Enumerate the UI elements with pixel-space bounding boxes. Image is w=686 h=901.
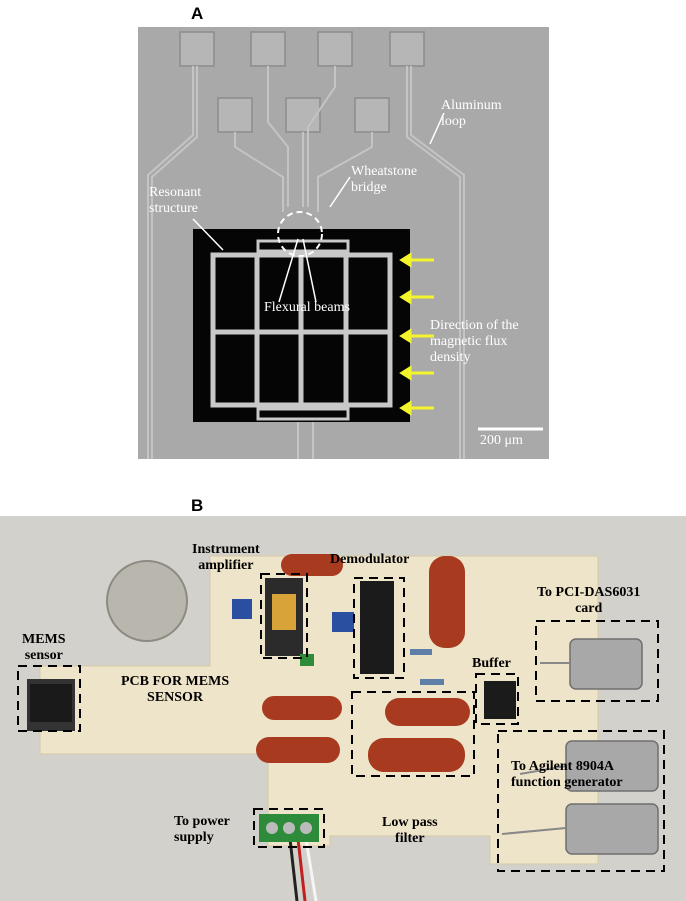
inductor (300, 654, 314, 666)
flux-arrows (399, 252, 434, 416)
trim-pot-2 (332, 612, 354, 632)
annotation-boxes (17, 573, 665, 872)
buffer-label: Buffer (472, 656, 511, 671)
demodulator-label: Demodulator (330, 552, 410, 567)
capacitors (256, 554, 470, 772)
demodulator-ic (360, 581, 394, 674)
coin (106, 560, 188, 642)
trim-pot-1 (232, 599, 252, 619)
panel-a-letter: A (191, 4, 204, 23)
wheatstone-circle (277, 211, 323, 257)
flexural-pointer-1 (278, 238, 299, 303)
resonant-pointer (192, 218, 224, 251)
wheatstone-pointer (329, 176, 351, 208)
bnc-connectors (565, 638, 659, 855)
sem-image (147, 31, 543, 459)
pcb-photo (0, 516, 686, 901)
resistor-1 (410, 649, 432, 655)
power-wires (288, 838, 318, 901)
scale-bar-label: 200 μm (480, 433, 523, 448)
flexural-pointer-2 (302, 238, 317, 303)
aluminum-loop-pointer (429, 112, 445, 145)
flexural-beams-label: Flexural beams (264, 300, 350, 315)
panel-b-letter: B (191, 496, 204, 515)
bond-pads (179, 31, 425, 133)
metal-traces (147, 66, 465, 459)
resistor-2 (420, 679, 444, 685)
buffer-ic (484, 681, 516, 719)
